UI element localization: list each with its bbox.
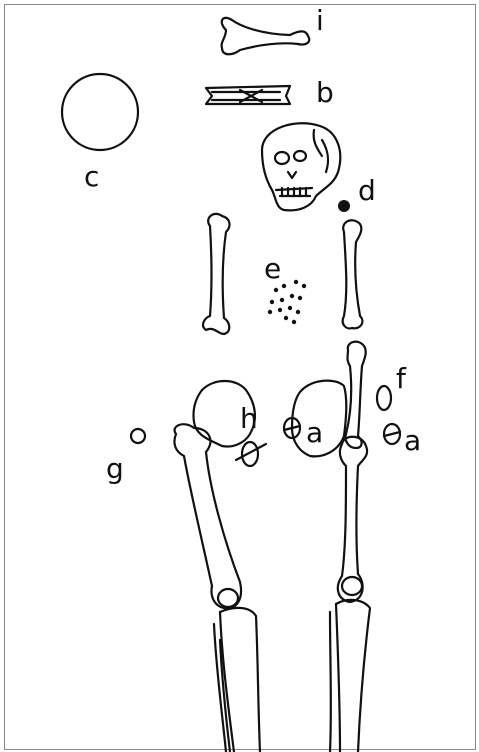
label-h: h <box>240 402 258 435</box>
displaced-long-bone <box>345 342 365 448</box>
label-d: d <box>358 174 376 207</box>
label-i: i <box>316 4 324 37</box>
object-g <box>131 429 145 443</box>
label-f: f <box>396 362 407 395</box>
right-fibula <box>330 612 331 752</box>
label-g: g <box>106 452 124 485</box>
label-e: e <box>264 252 281 285</box>
loose-bone-i <box>222 18 310 54</box>
label-c: c <box>84 160 99 193</box>
right-patella <box>342 577 362 595</box>
object-e-dots <box>268 280 306 324</box>
object-h <box>236 442 266 466</box>
object-a-2 <box>384 424 400 444</box>
object-b <box>206 86 290 104</box>
right-tibia <box>336 600 370 752</box>
left-femur <box>174 424 241 608</box>
right-tibia-inner <box>336 604 340 752</box>
label-a-1: a <box>306 416 323 449</box>
skull <box>262 123 340 210</box>
object-d <box>338 200 350 212</box>
label-a-2: a <box>404 424 421 457</box>
left-patella <box>218 589 238 607</box>
object-f <box>377 386 391 410</box>
ring-c <box>62 74 138 150</box>
label-b: b <box>316 76 334 109</box>
left-humerus <box>203 214 229 334</box>
right-humerus <box>343 220 363 328</box>
